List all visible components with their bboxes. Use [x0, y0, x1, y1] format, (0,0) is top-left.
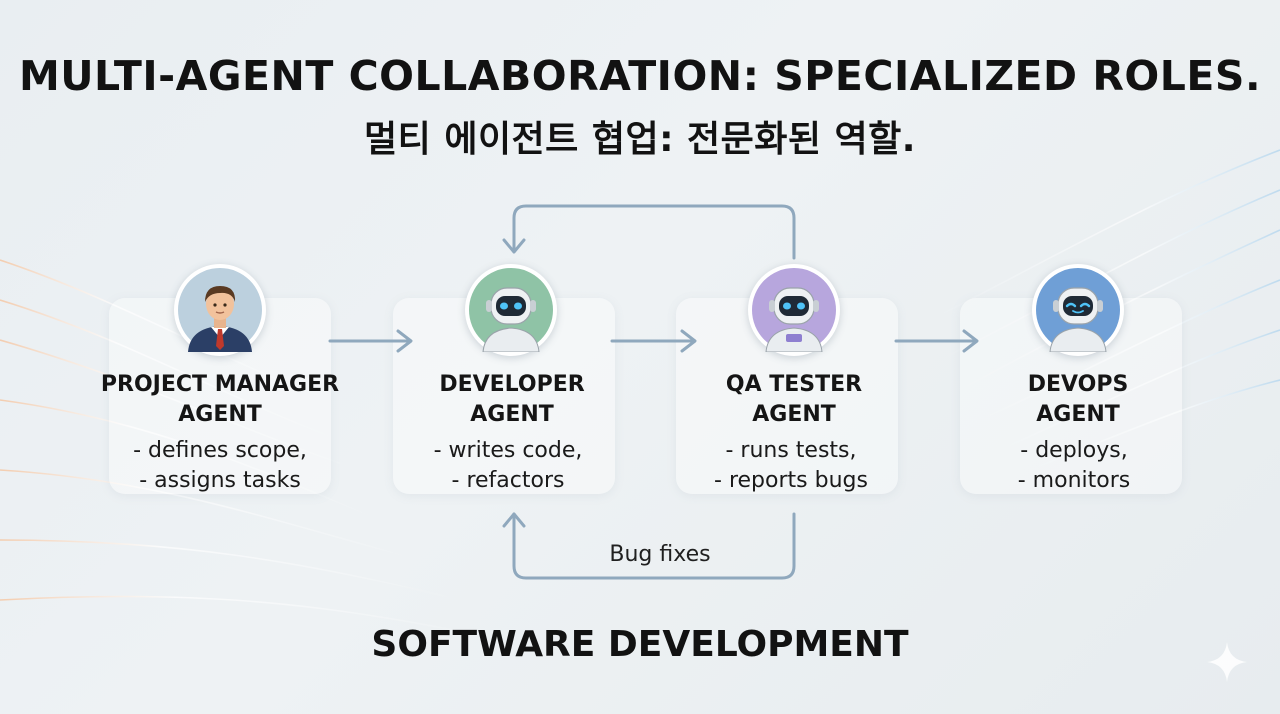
robot-icon — [1036, 268, 1120, 352]
bug-fixes-label: Bug fixes — [609, 542, 711, 567]
page-subtitle-korean: 멀티 에이전트 협업: 전문화된 역할. — [364, 119, 916, 160]
agent-name-devops: DEVOPS AGENT — [1027, 372, 1129, 427]
agent-name-project-manager: PROJECT MANAGER AGENT — [100, 372, 340, 427]
agent-desc-qa-tester: - runs tests, - reports bugs — [714, 438, 868, 493]
agent-name-qa-tester: QA TESTER AGENT — [725, 372, 863, 427]
agent-desc-project-manager: - defines scope, - assigns tasks — [133, 438, 307, 493]
avatar-developer — [465, 264, 557, 356]
page-title: MULTI-AGENT COLLABORATION: SPECIALIZED R… — [18, 52, 1262, 100]
agent-name-developer: DEVELOPER AGENT — [439, 372, 585, 427]
robot-icon — [752, 268, 836, 352]
footer-title: SOFTWARE DEVELOPMENT — [371, 624, 909, 665]
robot-icon — [469, 268, 553, 352]
avatar-devops — [1032, 264, 1124, 356]
agent-desc-developer: - writes code, - refactors — [433, 438, 583, 493]
agent-desc-devops: - deploys, - monitors — [1017, 438, 1131, 493]
arrow-top-loop — [512, 204, 796, 260]
sparkle-icon — [1207, 642, 1247, 682]
avatar-project-manager — [174, 264, 266, 356]
manager-icon — [178, 268, 262, 352]
avatar-qa-tester — [748, 264, 840, 356]
